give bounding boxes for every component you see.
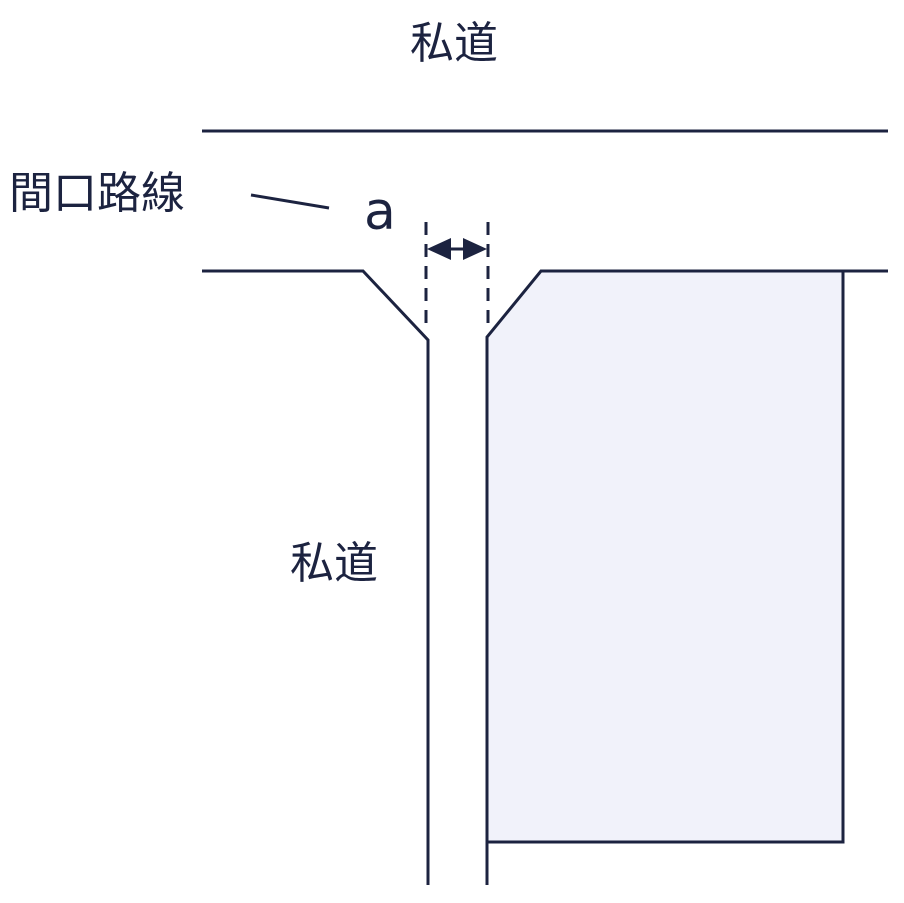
lot-area xyxy=(487,271,843,842)
right-road-edge xyxy=(485,269,888,885)
frontage-leader-line xyxy=(250,193,330,210)
side-road-label: 私道 xyxy=(290,538,378,589)
left-road-edge xyxy=(202,269,430,885)
lot-boundary xyxy=(487,271,845,844)
top-road-label: 私道 xyxy=(410,18,498,69)
dimension-label: a xyxy=(364,182,396,242)
dimension-arrow-icon xyxy=(427,238,487,260)
frontage-line-label: 間口路線 xyxy=(9,168,185,219)
